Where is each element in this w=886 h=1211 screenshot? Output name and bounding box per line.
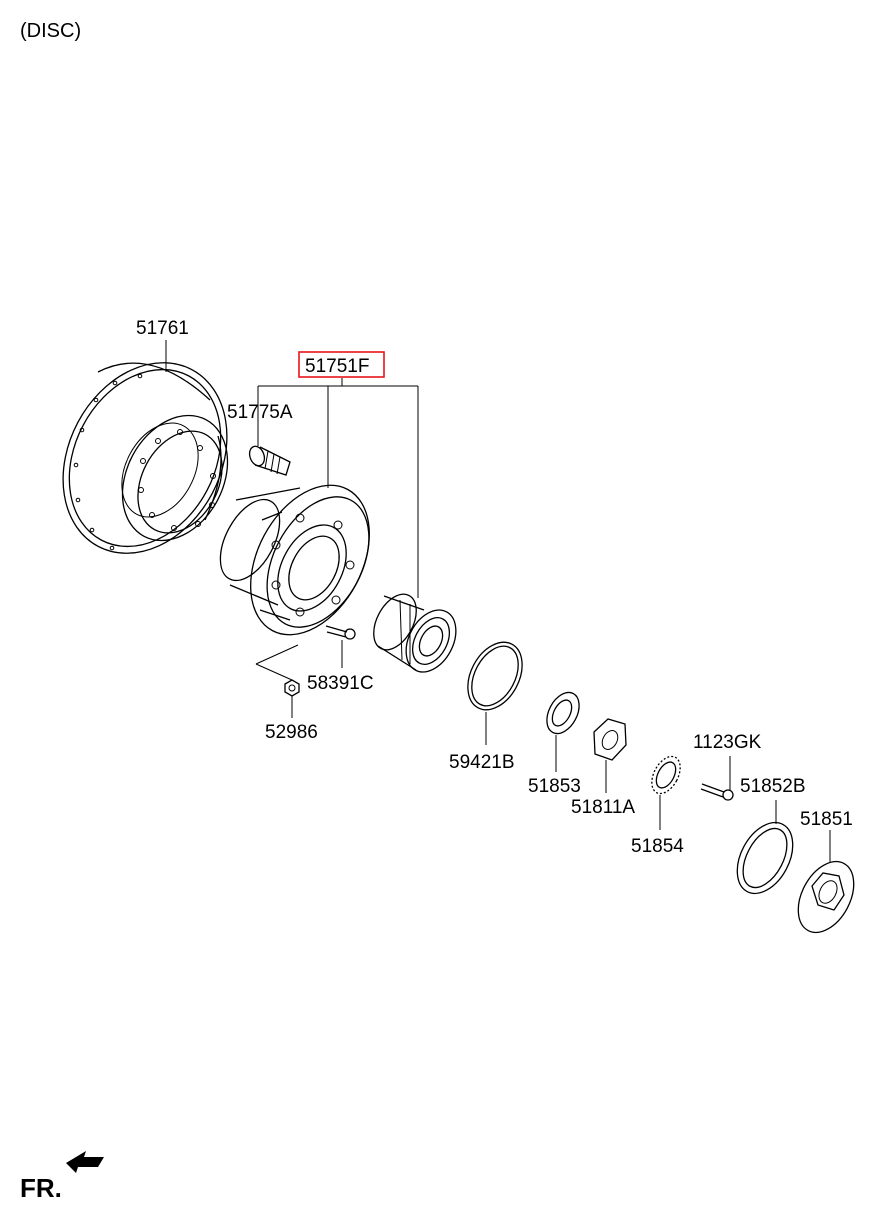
label-51751f[interactable]: 51751F xyxy=(305,356,369,377)
brake-disc[interactable] xyxy=(31,334,259,582)
hub-bolt[interactable] xyxy=(247,444,291,476)
label-51851: 51851 xyxy=(800,809,853,830)
nut[interactable] xyxy=(284,679,300,697)
hub-cap[interactable] xyxy=(787,852,865,942)
snap-ring[interactable] xyxy=(457,633,533,719)
front-arrow-icon xyxy=(66,1151,104,1173)
label-51853: 51853 xyxy=(528,776,581,797)
label-52986: 52986 xyxy=(265,722,318,743)
wheel-bearing[interactable] xyxy=(365,587,466,680)
screw[interactable] xyxy=(700,783,734,801)
highlight-box xyxy=(298,351,385,378)
wheel-hub[interactable] xyxy=(208,465,393,655)
lock-nut[interactable] xyxy=(593,718,627,761)
label-51852b: 51852B xyxy=(740,776,806,797)
label-51854: 51854 xyxy=(631,836,684,857)
lock-washer[interactable] xyxy=(646,752,686,799)
label-51811a: 51811A xyxy=(571,797,635,818)
label-1123gk: 1123GK xyxy=(693,732,762,753)
seal[interactable] xyxy=(726,813,804,903)
label-58391c: 58391C xyxy=(307,673,374,694)
stud-bolt[interactable] xyxy=(325,625,356,640)
label-51775a: 51775A xyxy=(227,402,293,423)
washer[interactable] xyxy=(540,687,585,739)
label-51761: 51761 xyxy=(136,318,189,339)
label-59421b: 59421B xyxy=(449,752,515,773)
leader-lines xyxy=(165,340,831,862)
front-direction-label: FR. xyxy=(20,1173,62,1203)
variant-label: (DISC) xyxy=(20,20,81,42)
